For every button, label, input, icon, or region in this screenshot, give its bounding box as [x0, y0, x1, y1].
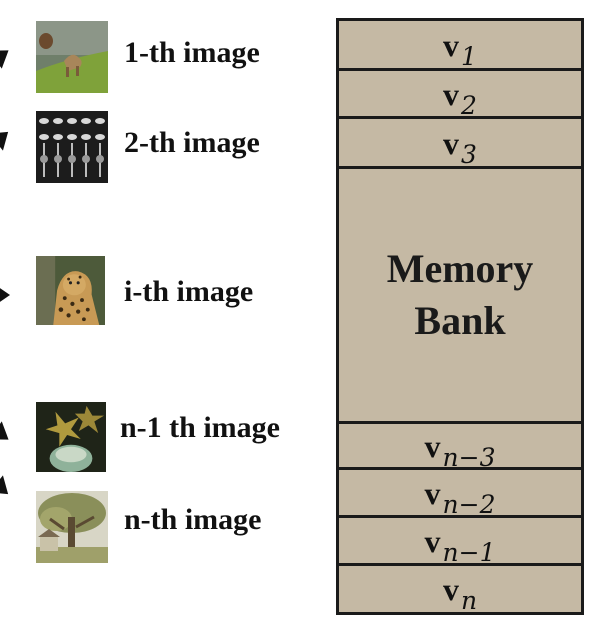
leopard-thumbnail [36, 256, 105, 325]
image-label-1: 1-th image [124, 36, 260, 69]
memory-bank-title-line2: Bank [414, 298, 506, 343]
vector-v1: v1 [443, 26, 477, 71]
memory-bank-title-line1: Memory [386, 246, 534, 291]
arrow-head-2 [0, 123, 16, 151]
memory-bank-title: Memory Bank [387, 243, 534, 347]
image-label-i: i-th image [124, 275, 254, 308]
memory-slot-1: v1 [339, 21, 581, 71]
memory-slot-n-3: vn−3 [339, 424, 581, 470]
memory-slot-2: v2 [339, 71, 581, 119]
vector-v3: v3 [443, 124, 477, 169]
arrow-head-i [0, 284, 10, 306]
image-label-n-1: n-1 th image [120, 411, 280, 444]
memory-slot-n-1: vn−1 [339, 518, 581, 566]
metal-pattern-thumbnail [36, 111, 108, 183]
memory-slot-3: v3 [339, 119, 581, 169]
image-label-2: 2-th image [124, 126, 260, 159]
starfish-anemone-thumbnail [36, 402, 106, 472]
vector-vn-3: vn−3 [424, 427, 496, 472]
memory-slot-n: vn [339, 566, 581, 615]
memory-bank: v1 v2 v3 Memory Bank vn−3 vn−2 vn−1 vn [336, 18, 584, 615]
arrow-head-n [0, 475, 16, 503]
memory-slot-n-2: vn−2 [339, 470, 581, 518]
memory-bank-middle: Memory Bank [339, 169, 581, 424]
tree-house-thumbnail [36, 491, 108, 563]
arrow-head-1 [0, 41, 15, 69]
vector-v2: v2 [443, 75, 477, 120]
vector-vn: vn [442, 571, 478, 615]
vector-vn-1: vn−1 [424, 522, 496, 567]
vector-vn-2: vn−2 [424, 474, 496, 519]
arrow-head-n-1 [0, 421, 15, 449]
dog-by-water-thumbnail [36, 21, 108, 93]
image-label-n: n-th image [124, 503, 262, 536]
